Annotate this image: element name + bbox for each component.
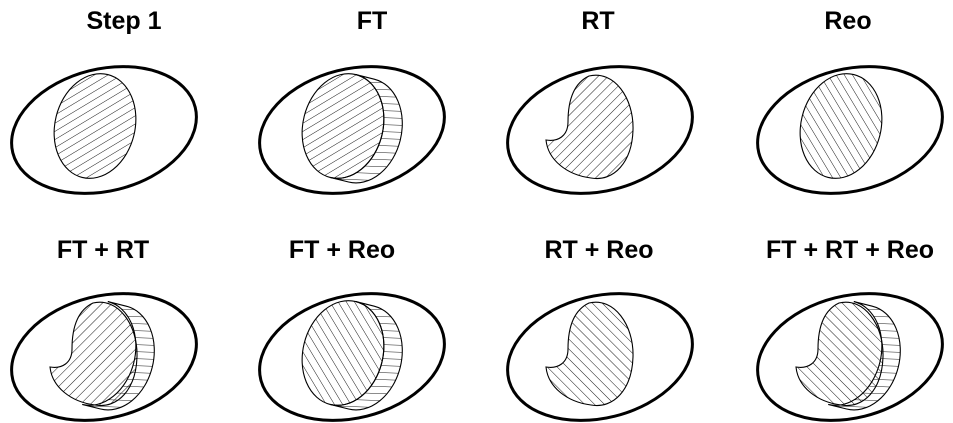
panel-title: RT — [581, 7, 614, 35]
hatched-region — [301, 300, 385, 406]
hatched-region — [53, 73, 137, 179]
crescent-region — [795, 301, 884, 407]
panel-title: RT + Reo — [544, 236, 653, 264]
panel-reo: Reo — [756, 7, 944, 195]
crescent-region — [49, 301, 138, 407]
panel-rt-reo: RT + Reo — [506, 236, 694, 422]
panel-ft: FT — [258, 7, 446, 195]
panel-title: FT + RT + Reo — [766, 236, 934, 264]
panel-title: Step 1 — [86, 7, 161, 35]
panel-title: FT — [357, 7, 388, 35]
panel-ft-rt-reo: FT + RT + Reo — [756, 236, 944, 422]
crescent-region — [545, 74, 634, 180]
panel-title: Reo — [824, 7, 871, 35]
panel-step-1: Step 1 — [10, 7, 198, 195]
panel-rt: RT — [506, 7, 694, 195]
panel-title: FT + Reo — [289, 236, 395, 264]
panel-ft-rt: FT + RT — [10, 236, 198, 422]
hatched-region — [799, 73, 883, 179]
hatched-region — [301, 73, 385, 179]
crescent-region — [545, 301, 634, 407]
panel-title: FT + RT — [57, 236, 149, 264]
panel-ft-reo: FT + Reo — [258, 236, 446, 422]
